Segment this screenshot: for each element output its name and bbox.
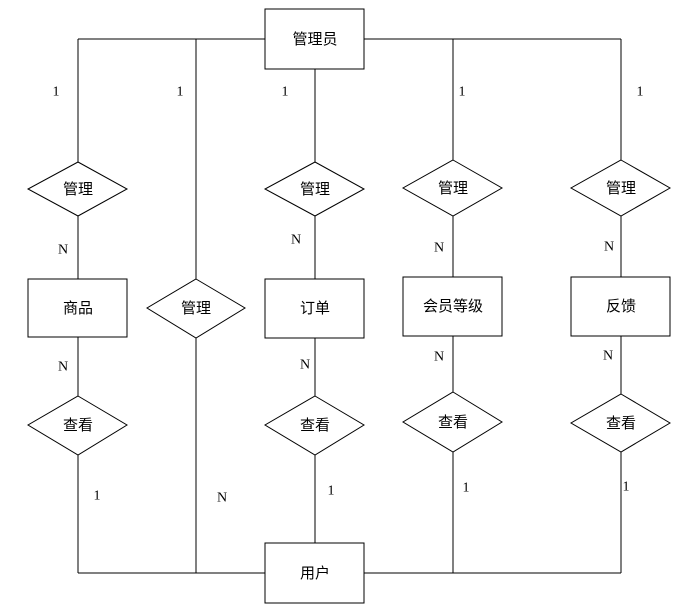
relationship-view-feedback[interactable]: 查看: [570, 393, 671, 453]
cardinality-label: 1: [459, 85, 466, 100]
relationship-manage-product-label: 管理: [63, 180, 93, 198]
cardinality-label: N: [300, 358, 310, 373]
relationship-manage-product[interactable]: 管理: [26, 161, 129, 217]
cardinality-label: N: [434, 350, 444, 365]
cardinality-labels: 1 N 1 N 1 N 1 N 1 N N 1 N 1 N 1 N 1: [53, 85, 644, 506]
cardinality-label: N: [603, 349, 613, 364]
relationship-manage-member-level-label: 管理: [438, 179, 468, 197]
cardinality-label: 1: [177, 85, 184, 100]
cardinality-label: 1: [282, 85, 289, 100]
cardinality-label: N: [604, 240, 614, 255]
cardinality-label: 1: [94, 489, 101, 504]
entity-admin-label: 管理员: [292, 30, 337, 48]
entity-member-level-label: 会员等级: [423, 297, 483, 315]
entity-order-label: 订单: [300, 299, 330, 317]
connector-lines: [77, 38, 622, 574]
cardinality-label: 1: [637, 85, 644, 100]
entity-user[interactable]: 用户: [264, 542, 365, 604]
relationship-view-feedback-label: 查看: [606, 414, 636, 432]
cardinality-label: 1: [53, 85, 60, 100]
relationship-manage-order-label: 管理: [300, 180, 330, 198]
relationship-view-product-label: 查看: [63, 416, 93, 434]
relationship-manage-member-level[interactable]: 管理: [401, 159, 504, 217]
cardinality-label: 1: [328, 484, 335, 499]
cardinality-label: N: [291, 233, 301, 248]
cardinality-label: 1: [463, 481, 470, 496]
cardinality-label: N: [58, 360, 68, 375]
entity-product-label: 商品: [63, 299, 93, 317]
entity-product[interactable]: 商品: [27, 278, 128, 338]
relationship-manage-user-label: 管理: [181, 299, 211, 317]
entity-admin[interactable]: 管理员: [264, 8, 365, 70]
entity-feedback[interactable]: 反馈: [570, 276, 671, 337]
relationship-manage-feedback-label: 管理: [606, 179, 636, 197]
cardinality-label: N: [58, 243, 68, 258]
relationship-view-order[interactable]: 查看: [264, 395, 365, 456]
relationship-view-product[interactable]: 查看: [27, 395, 128, 456]
relationship-manage-feedback[interactable]: 管理: [569, 159, 672, 217]
relationship-view-order-label: 查看: [300, 416, 330, 434]
relationship-view-member-level-label: 查看: [438, 413, 468, 431]
entity-feedback-label: 反馈: [606, 297, 636, 315]
relationship-view-member-level[interactable]: 查看: [402, 391, 503, 453]
entity-user-label: 用户: [300, 564, 330, 582]
relationship-manage-order[interactable]: 管理: [263, 161, 366, 217]
cardinality-label: N: [434, 241, 444, 256]
entity-member-level[interactable]: 会员等级: [402, 276, 503, 337]
relationship-manage-user[interactable]: 管理: [146, 278, 246, 339]
cardinality-label: N: [217, 491, 227, 506]
cardinality-label: 1: [623, 480, 630, 495]
entity-order[interactable]: 订单: [264, 278, 365, 339]
